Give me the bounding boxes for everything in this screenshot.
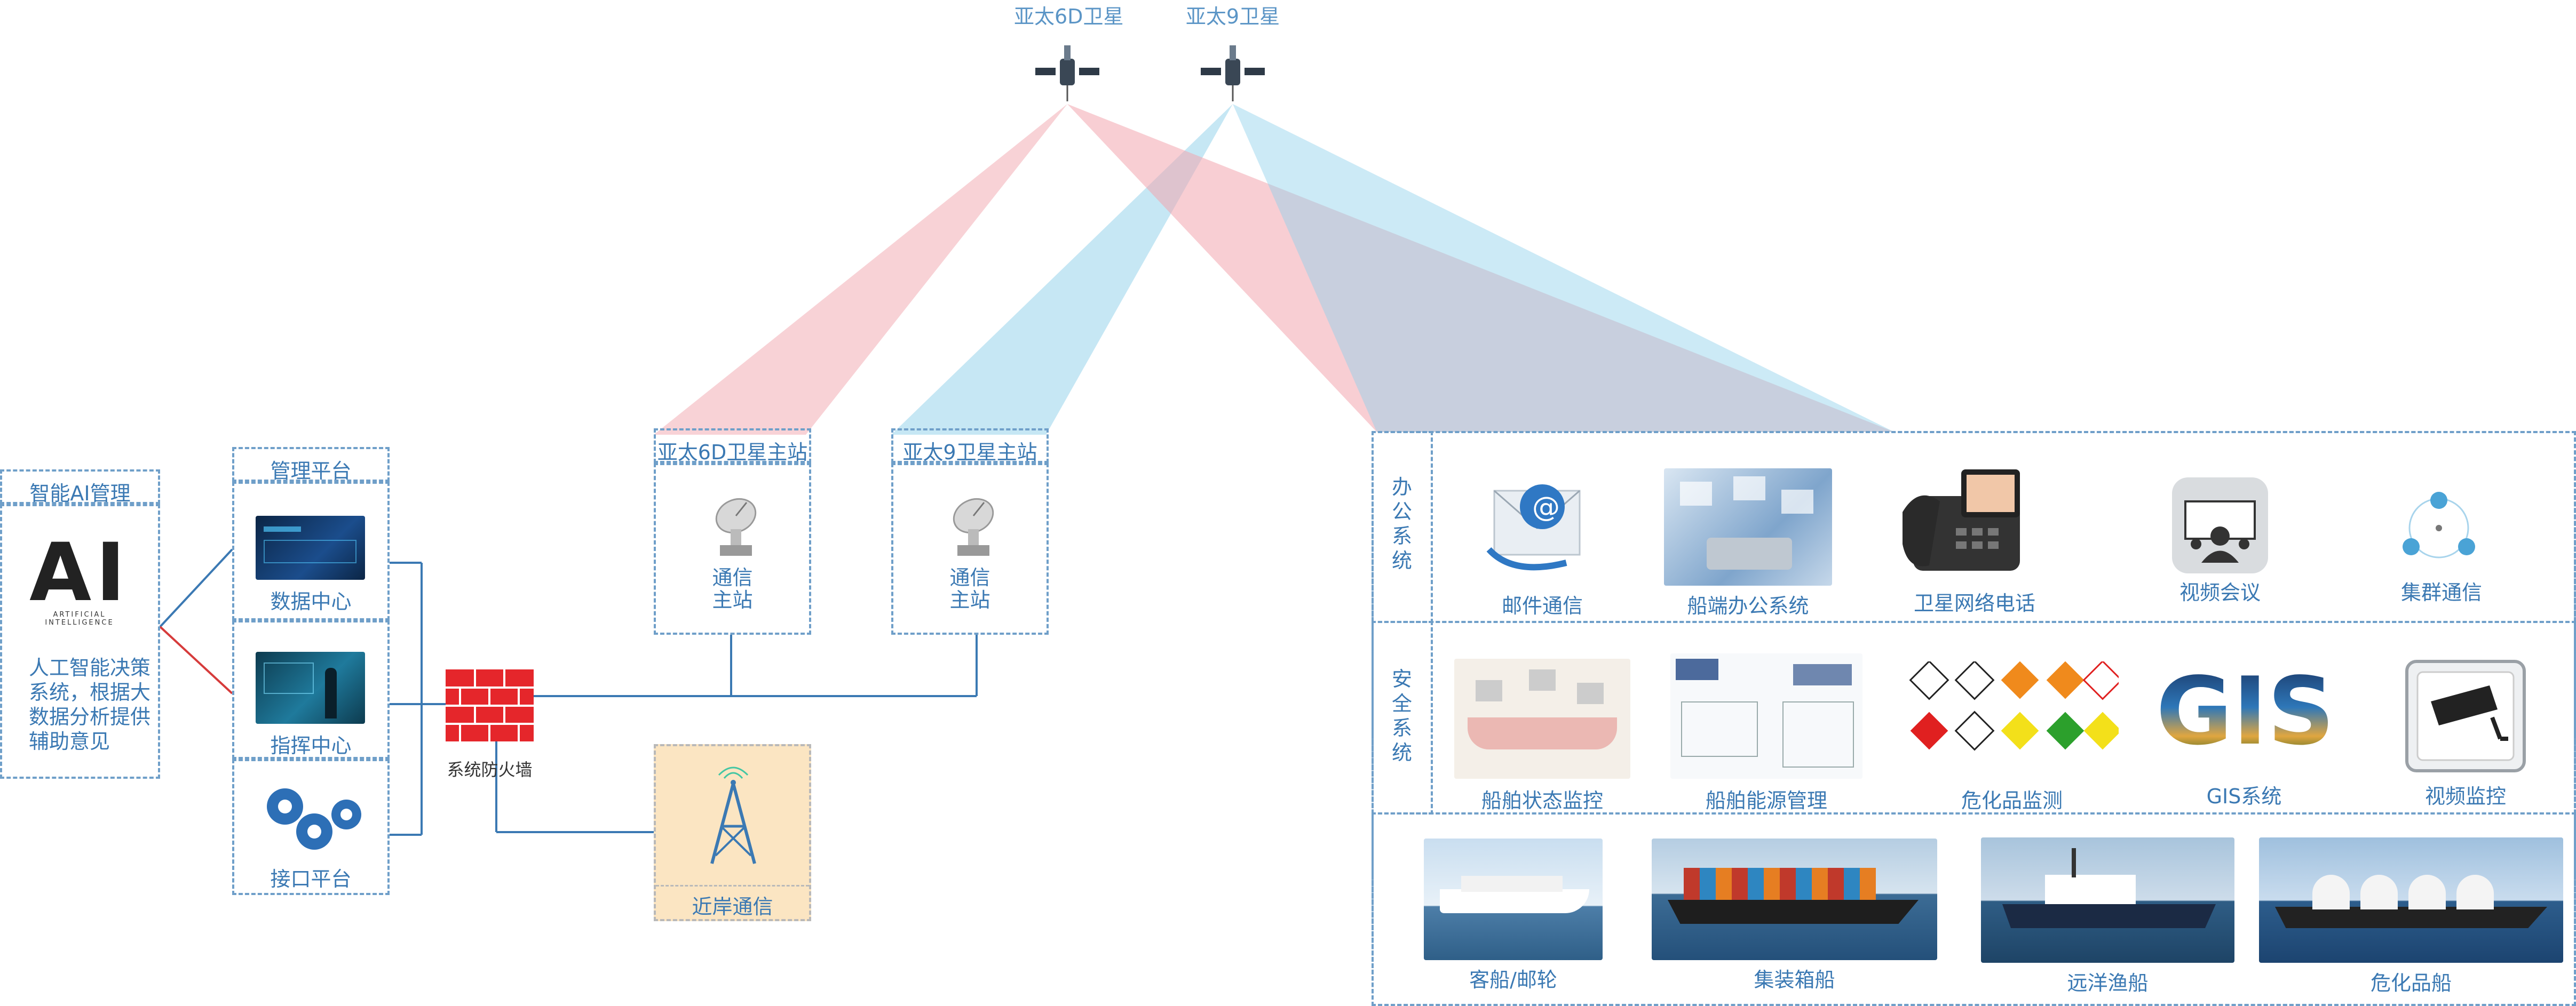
tower-icon (710, 767, 756, 864)
cctv-camera-icon (2405, 660, 2526, 772)
firewall (446, 669, 534, 741)
safety-item-4-label: 视频监控 (2424, 785, 2506, 808)
office-label: 办公系统 (1391, 475, 1412, 572)
ship-status-image (1454, 659, 1630, 779)
fishing-vessel-image (1981, 837, 2234, 963)
ai-logo-subtext: ARTIFICIAL INTELLIGENCE (45, 611, 114, 627)
ai-box: AI ARTIFICIAL INTELLIGENCE 人工智能决策系统，根据大数… (0, 504, 160, 779)
satellite-icon (1201, 45, 1265, 101)
office-item-4-label: 集群通信 (2400, 581, 2482, 604)
ip-phone-icon (1903, 469, 2020, 571)
station-6d-box[interactable]: 通信 主站 (654, 463, 811, 635)
gears-icon (267, 788, 361, 850)
ai-logo-text: AI (29, 526, 130, 619)
command-center-label: 指挥中心 (270, 734, 352, 757)
station-9-label: 通信 主站 (949, 566, 990, 612)
station-6d-title-box: 亚太6D卫星主站 (654, 428, 811, 464)
safety-label: 安全系统 (1391, 667, 1412, 764)
satellite-6d: 亚太6D卫星 (1014, 0, 1124, 107)
coastal-box[interactable]: 近岸通信 (654, 744, 811, 921)
hazardous-symbols-icon (1909, 661, 2119, 751)
office-system-image (1664, 468, 1832, 586)
beam-6d-to-ship (1067, 104, 1895, 432)
ships-row (1372, 812, 2576, 1006)
ai-title-box: 智能AI管理 (0, 469, 160, 505)
safety-item-1-label: 船舶能源管理 (1705, 789, 1827, 812)
station-9-box[interactable]: 通信 主站 (891, 463, 1049, 635)
satellite-dish-icon (715, 498, 757, 556)
mgmt-title-box: 管理平台 (232, 447, 390, 483)
interface-platform-label: 接口平台 (270, 867, 352, 891)
satellite-dish-icon (953, 498, 994, 556)
safety-item-3-label: GIS系统 (2206, 785, 2282, 808)
ai-description: 人工智能决策系统，根据大数据分析提供辅助意见 (29, 656, 151, 753)
satellite-icon (1035, 45, 1099, 101)
station-9-title-box: 亚太9卫星主站 (891, 428, 1049, 464)
ship-item-3-label: 危化品船 (2370, 971, 2452, 995)
data-center-label: 数据中心 (270, 590, 352, 613)
office-item-1-label: 船端办公系统 (1687, 594, 1809, 618)
video-conference-icon (2172, 477, 2268, 573)
station-6d-label: 通信 主站 (712, 566, 753, 612)
office-item-0-label: 邮件通信 (1501, 594, 1583, 618)
container-ship-image (1652, 839, 1937, 960)
office-item-3-label: 视频会议 (2179, 581, 2261, 604)
svg-text:@: @ (1532, 491, 1560, 523)
data-center-box[interactable]: 数据中心 (232, 482, 390, 620)
cruise-ship-image (1424, 839, 1603, 960)
satellite-6d-label: 亚太6D卫星 (1014, 5, 1124, 28)
gis-logo-text: GIS (2156, 658, 2335, 766)
energy-management-image (1670, 653, 1862, 779)
data-center-image (256, 516, 365, 580)
satellite-9-label: 亚太9卫星 (1185, 5, 1280, 28)
coastal-label: 近岸通信 (692, 895, 773, 919)
firewall-label: 系统防火墙 (447, 760, 533, 780)
office-item-2-label: 卫星网络电话 (1913, 592, 2035, 615)
interface-platform-box[interactable]: 接口平台 (232, 759, 390, 895)
gis-logo: GIS (2156, 658, 2335, 766)
ai-title: 智能AI管理 (29, 482, 131, 505)
ai-logo: AI ARTIFICIAL INTELLIGENCE (21, 526, 138, 627)
command-center-box[interactable]: 指挥中心 (232, 620, 390, 759)
station-9-title: 亚太9卫星主站 (902, 441, 1037, 464)
station-6d-title: 亚太6D卫星主站 (657, 441, 808, 464)
beam-6d-to-station (654, 104, 1067, 435)
email-icon: @ (1486, 484, 1581, 571)
beam-9-to-ship (1233, 104, 1895, 432)
firewall-icon (446, 669, 534, 741)
safety-item-2-label: 危化品监测 (1961, 789, 2063, 812)
safety-item-0-label: 船舶状态监控 (1481, 789, 1603, 812)
command-center-image (256, 652, 365, 724)
ship-item-0-label: 客船/邮轮 (1469, 968, 1557, 992)
satellite-9: 亚太9卫星 (1179, 0, 1286, 107)
ship-item-2-label: 远洋渔船 (2067, 971, 2149, 995)
mgmt-title: 管理平台 (270, 459, 352, 483)
cluster-communication-icon (2403, 492, 2475, 558)
ship-item-1-label: 集装箱船 (1754, 968, 1835, 992)
lng-carrier-image (2259, 837, 2563, 963)
